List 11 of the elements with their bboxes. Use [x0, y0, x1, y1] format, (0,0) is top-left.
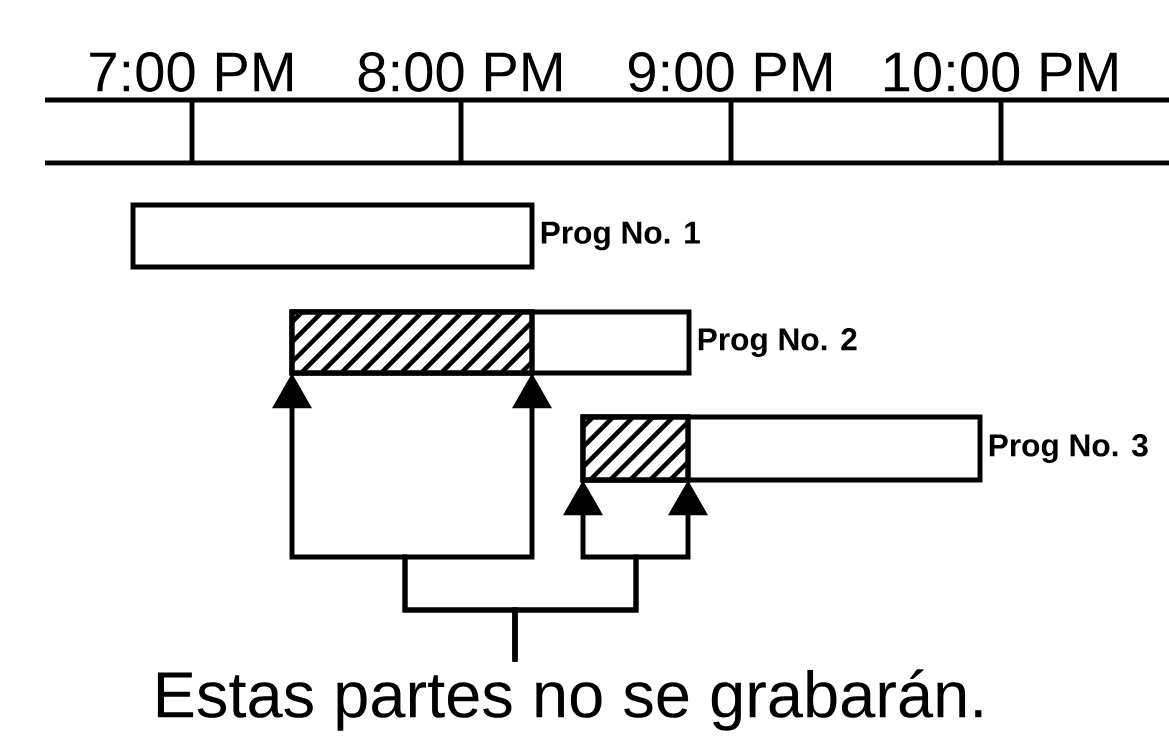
- program-label: Prog No. 3: [989, 434, 1148, 463]
- program-label: Prog No. 2: [698, 328, 857, 357]
- note-text: Estas partes no se grabarán.: [157, 669, 982, 731]
- program-bar: [130, 202, 535, 270]
- time-label: 9:00 PM: [628, 52, 832, 92]
- time-label: 10:00 PM: [884, 52, 1117, 92]
- hatched-segment: [580, 414, 691, 483]
- program-label: Prog No. 1: [541, 221, 700, 251]
- time-label: 7:00 PM: [90, 52, 293, 92]
- time-label: 8:00 PM: [358, 52, 562, 92]
- hatched-segment: [289, 309, 535, 376]
